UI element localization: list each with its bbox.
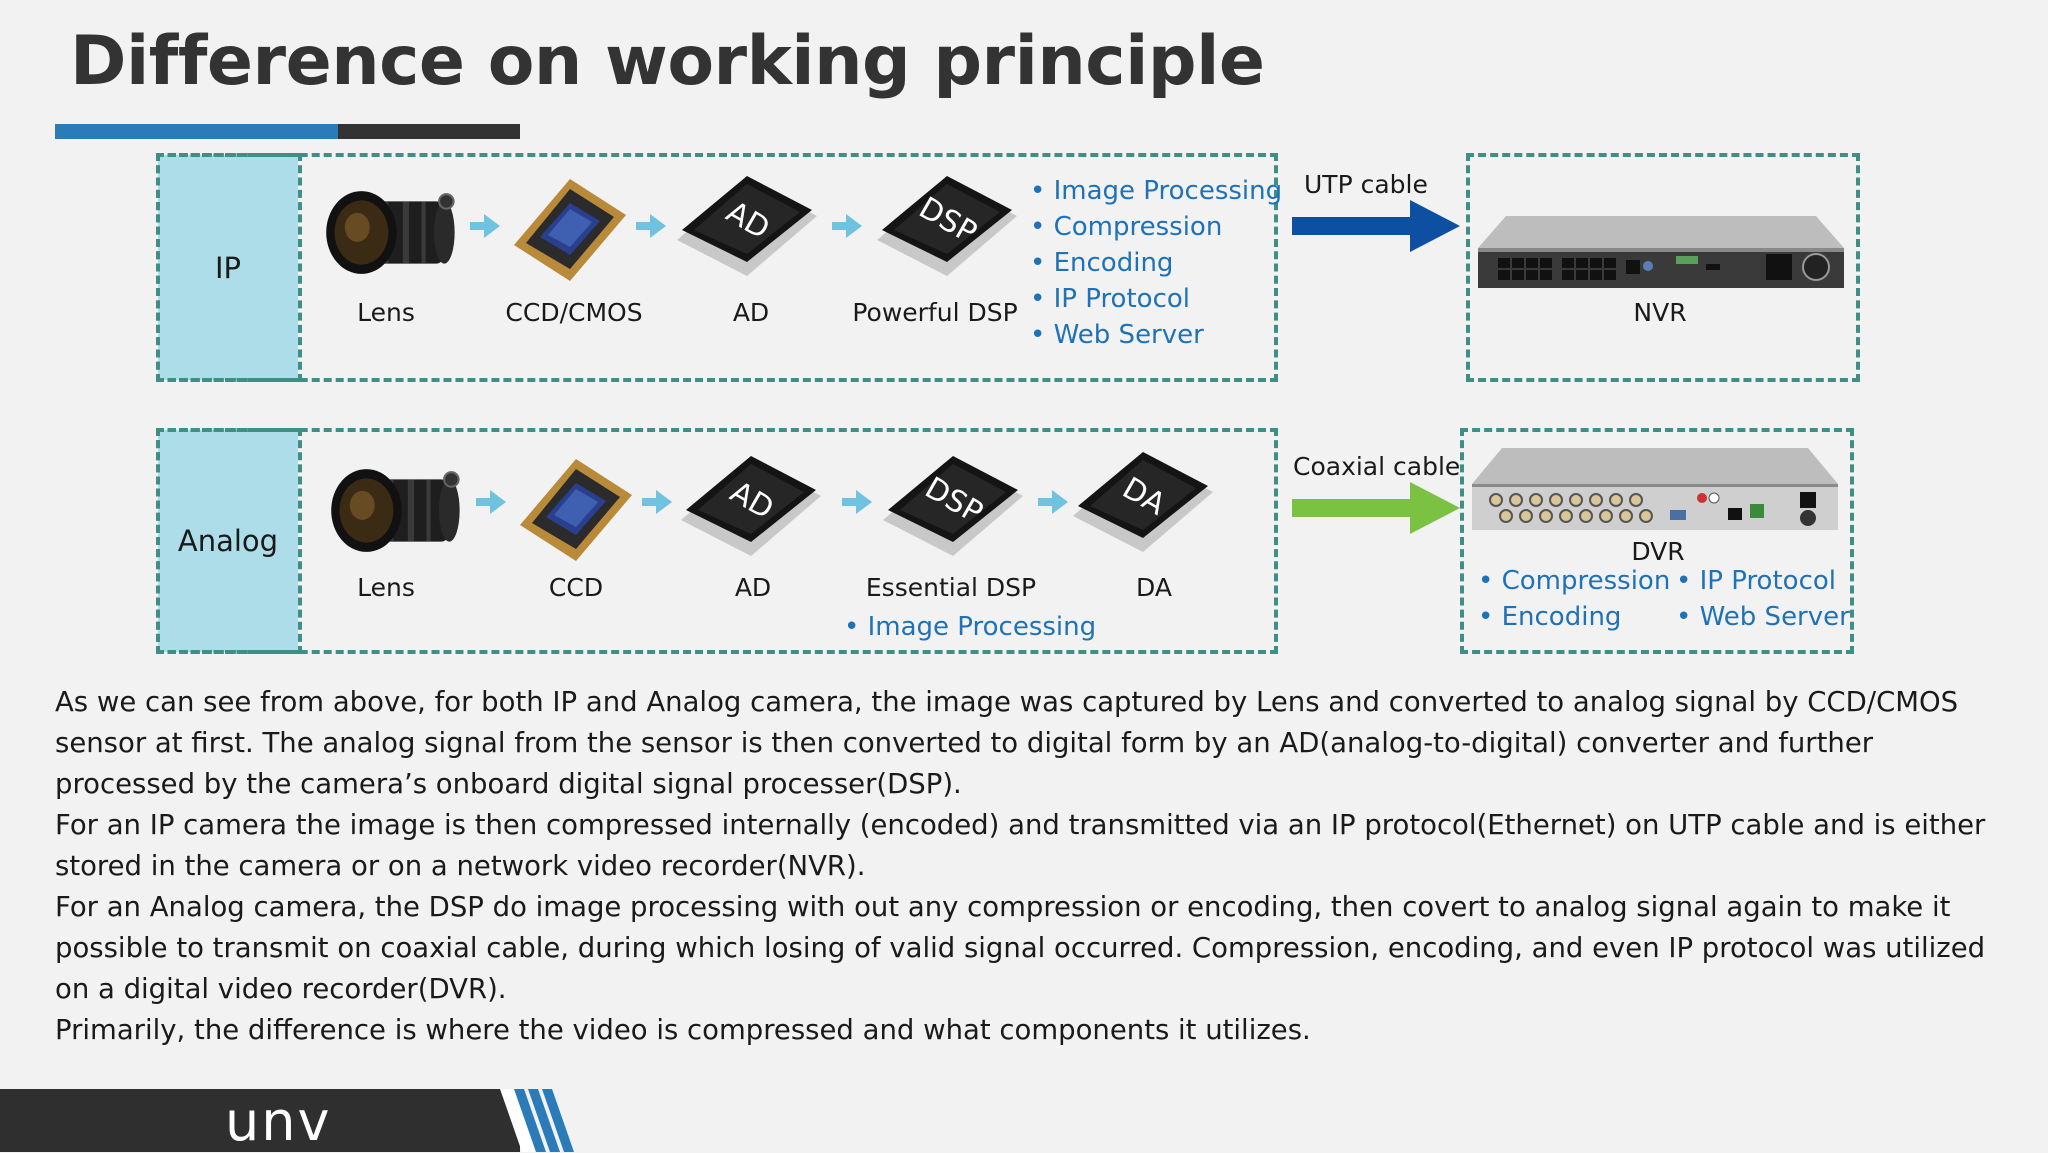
flow-arrow: [842, 490, 872, 514]
ip-row-label: IP: [158, 155, 298, 380]
flow-arrow: [1038, 490, 1068, 514]
explanation-paragraph: For an Analog camera, the DSP do image p…: [55, 891, 1986, 1005]
flow-arrow: [476, 490, 506, 514]
analog-component-label: CCD: [548, 573, 604, 602]
da-chip-image: DA: [1068, 448, 1218, 558]
ip-component-label: Lens: [357, 298, 415, 327]
lens-image: [320, 180, 465, 285]
dsp-feature-item: Image Processing: [844, 612, 1097, 642]
lens-image: [325, 458, 470, 563]
dvr-box: [1460, 428, 1854, 654]
dvr-device-image: [1472, 448, 1838, 530]
analog-label-box: [156, 428, 302, 654]
utp-cable-label: UTP cable: [1304, 170, 1428, 199]
ip-label-text: IP: [214, 250, 242, 285]
nvr-device-image: [1478, 216, 1844, 288]
dvr-feature-item: Encoding: [1478, 602, 1622, 632]
dsp-chip-image: DSP: [878, 452, 1028, 562]
analog-component-label: AD: [734, 573, 772, 602]
title-underline-blue: [55, 124, 338, 139]
ad-chip-image: AD: [676, 452, 826, 562]
analog-component-label: Essential DSP: [865, 573, 1037, 602]
dvr-feature-item: Compression: [1478, 566, 1671, 596]
explanation-paragraph: As we can see from above, for both IP an…: [55, 686, 1959, 800]
analog-component-label: Lens: [357, 573, 415, 602]
dvr-label: DVR: [1631, 537, 1685, 566]
ad-chip-image: AD: [672, 172, 822, 282]
analog-label-text: Analog: [177, 524, 279, 558]
ip-feature-item: Image Processing: [1030, 176, 1283, 206]
coaxial-cable-label: Coaxial cable: [1293, 452, 1461, 481]
ip-feature-item: Encoding: [1030, 248, 1174, 278]
ip-feature-item: IP Protocol: [1030, 284, 1190, 314]
flow-arrow: [636, 214, 666, 238]
page-title: Difference on working principle: [70, 22, 1265, 101]
flow-arrow: [832, 214, 862, 238]
nvr-box: [1466, 153, 1860, 382]
nvr-label: NVR: [1633, 298, 1687, 327]
ip-label-box: [156, 153, 302, 382]
utp-cable-arrow: [1292, 200, 1460, 252]
ip-feature-item: Compression: [1030, 212, 1223, 242]
explanation-paragraph: Primarily, the difference is where the v…: [55, 1014, 1311, 1046]
coaxial-cable-arrow: [1292, 482, 1460, 534]
sensor-chip-image: [510, 175, 630, 285]
dvr-feature-item: Web Server: [1676, 602, 1850, 632]
sensor-chip-image: [516, 455, 636, 565]
dsp-chip-image: DSP: [872, 172, 1022, 282]
flow-arrow: [642, 490, 672, 514]
ip-component-label: AD: [732, 298, 770, 327]
dvr-feature-item: IP Protocol: [1676, 566, 1836, 596]
analog-row-label: Analog: [158, 430, 298, 652]
unv-logo: unv: [225, 1090, 332, 1153]
ip-feature-item: Web Server: [1030, 320, 1204, 350]
footer-stripes: [500, 1089, 574, 1152]
analog-component-label: DA: [1136, 573, 1172, 602]
explanation-paragraph: For an IP camera the image is then compr…: [55, 809, 1986, 882]
explanation-text: As we can see from above, for both IP an…: [55, 682, 2015, 1051]
title-underline-dark: [338, 124, 520, 139]
ip-component-label: Powerful DSP: [852, 298, 1018, 327]
footer-bar: [0, 1089, 520, 1152]
ip-component-label: CCD/CMOS: [505, 298, 643, 327]
flow-arrow: [470, 214, 500, 238]
